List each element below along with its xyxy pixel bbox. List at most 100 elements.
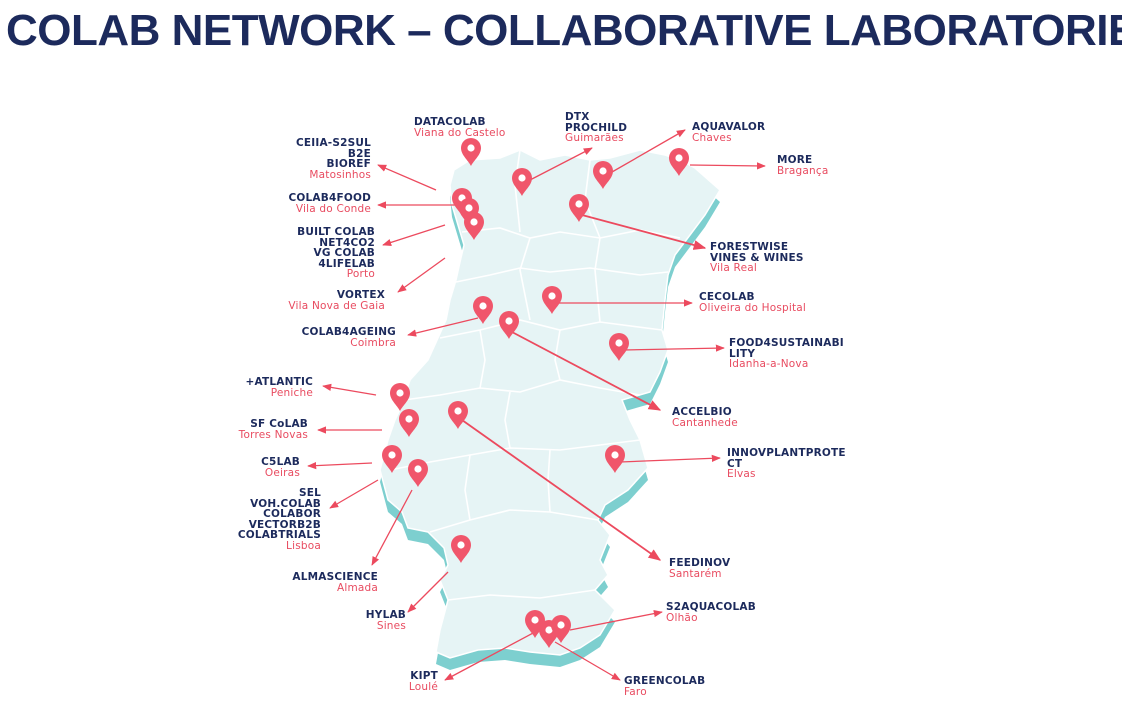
lab-city: Cantanhede <box>672 416 738 429</box>
lab-city: Viana do Castelo <box>414 126 506 139</box>
map-pin-icon <box>461 138 481 166</box>
lab-name: 4LIFELAB <box>318 257 375 270</box>
lab-city: Chaves <box>692 131 732 144</box>
lab-name: DTX <box>565 111 590 123</box>
lab-name: ACCELBIO <box>672 406 732 418</box>
lab-name: DATACOLAB <box>414 116 486 128</box>
lab-city: Elvas <box>727 468 756 480</box>
lab-name: INNOVPLANTPROTE <box>727 447 846 459</box>
lab-city: Vila Nova de Gaia <box>288 299 385 312</box>
lab-city: Oliveira do Hospital <box>699 301 807 314</box>
map-pin-icon <box>525 610 545 638</box>
map-pin-icon <box>542 286 562 314</box>
lab-city: Guimarães <box>565 132 624 144</box>
lab-name: CEIIA-S2SUL <box>295 137 371 149</box>
lab-name: VINES & WINES <box>710 251 804 264</box>
land <box>379 149 721 659</box>
map-pin-icon <box>464 212 484 240</box>
lab-name: NET4CO2 <box>319 236 375 249</box>
lab-name: AQUAVALOR <box>692 121 766 133</box>
map-pin-icon <box>499 311 519 339</box>
lab-name: HYLAB <box>365 609 406 621</box>
lab-city: Olhão <box>666 611 698 624</box>
map-pin-icon <box>669 148 689 176</box>
lab-name: ALMASCIENCE <box>292 571 378 583</box>
lab-city: Oeiras <box>264 466 300 479</box>
lab-city: Porto <box>346 268 375 280</box>
lab-name: KIPT <box>410 670 438 682</box>
lab-name: LITY <box>729 347 756 360</box>
lab-name: VORTEX <box>336 289 385 301</box>
lab-name: COLABTRIALS <box>237 529 321 541</box>
lab-city: Coimbra <box>350 336 396 349</box>
lab-city: Matosinhos <box>309 168 371 181</box>
lab-name: CT <box>727 457 743 470</box>
lab-name: BUILT COLAB <box>297 226 375 238</box>
lab-name: CECOLAB <box>699 291 755 303</box>
lab-name: S2AQUACOLAB <box>666 601 756 613</box>
lab-name: FOOD4SUSTAINABI <box>729 337 844 349</box>
lab-city: Bragança <box>777 164 829 177</box>
lab-city: Lisboa <box>286 539 321 552</box>
map-pin-icon <box>459 198 479 226</box>
lab-name: VG COLAB <box>313 247 375 259</box>
connector-arrows <box>307 129 766 681</box>
lab-name: GREENCOLAB <box>624 675 706 687</box>
lab-name: SEL <box>298 487 321 499</box>
map-pin-icon <box>551 615 571 643</box>
map-pin-icon <box>399 409 419 437</box>
lab-city: Idanha-a-Nova <box>729 358 809 370</box>
lab-name: SF CoLAB <box>250 418 308 430</box>
map-pin-icon <box>569 194 589 222</box>
lab-city: Peniche <box>270 386 313 399</box>
lab-name: FORESTWISE <box>710 241 789 253</box>
map-pin-icon <box>609 333 629 361</box>
map-pin-icon <box>451 535 471 563</box>
map-pin-icon <box>390 383 410 411</box>
lab-city: Santarém <box>669 567 722 580</box>
lab-name: +ATLANTIC <box>245 376 313 388</box>
lab-name: C5LAB <box>261 456 300 468</box>
map-pin-icon <box>382 445 402 473</box>
map-pin-icon <box>605 445 625 473</box>
lab-name: COLAB4FOOD <box>288 192 371 204</box>
lab-name: B2E <box>347 147 371 160</box>
lab-city: Vila do Conde <box>295 202 371 215</box>
lab-name: VOH.COLAB <box>250 497 321 510</box>
lab-city: Loulé <box>408 680 438 693</box>
map-pin-icon <box>448 401 468 429</box>
map-pin-icon <box>593 161 613 189</box>
lab-name: PROCHILD <box>565 121 628 134</box>
lab-name: MORE <box>777 154 813 166</box>
lab-city: Torres Novas <box>238 428 308 441</box>
map-pin-icon <box>473 296 493 324</box>
lab-city: Sines <box>376 619 406 632</box>
lab-city: Almada <box>336 581 378 594</box>
lab-name: VECTORB2B <box>248 518 321 531</box>
page-title: COLAB NETWORK – COLLABORATIVE LABORATORI… <box>6 6 1122 55</box>
map-pin-icon <box>512 168 532 196</box>
map-pin-icon <box>408 459 428 487</box>
